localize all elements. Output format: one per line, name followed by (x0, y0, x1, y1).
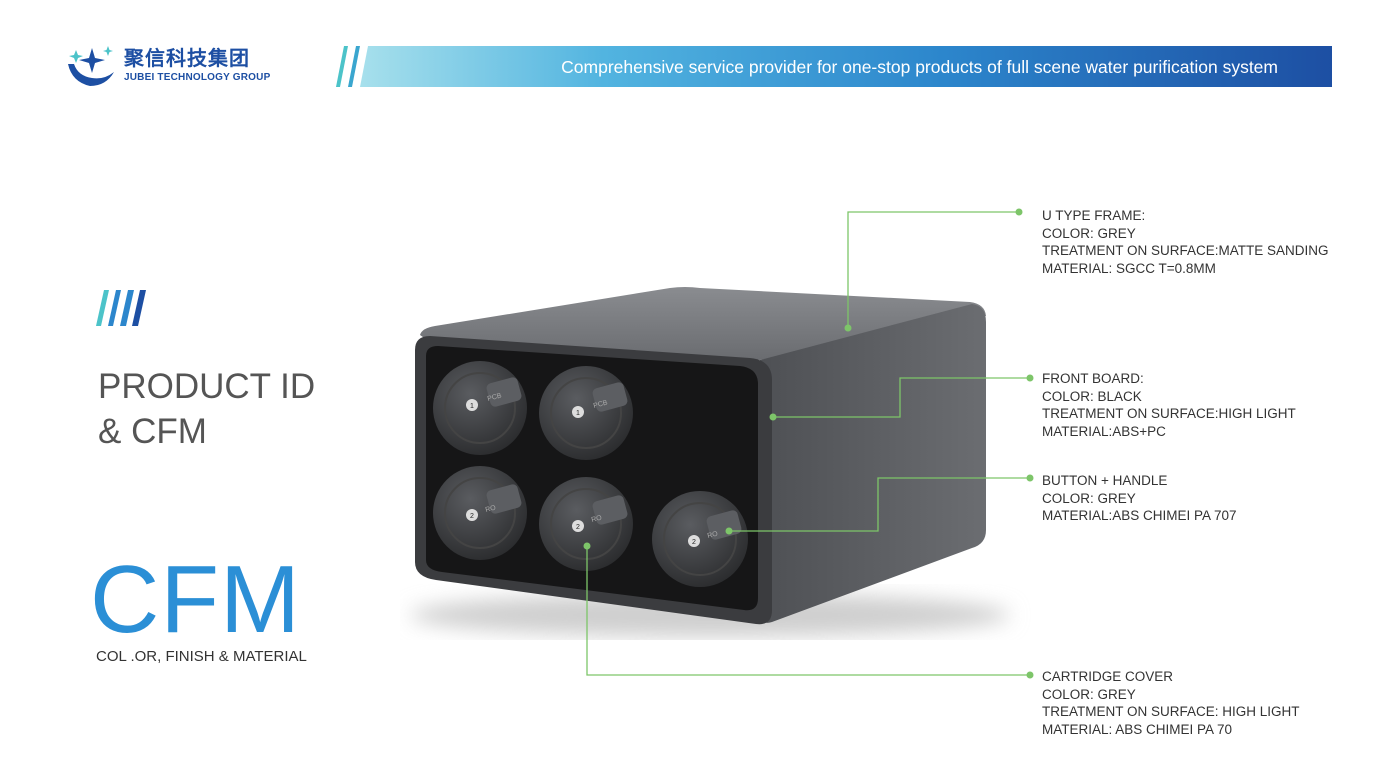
callout-line: CARTRIDGE COVER (1042, 669, 1174, 684)
product-illustration: 1 PCB 1 PCB 2 RO 2 RO 2 RO (410, 287, 1010, 637)
callout-cartridge-cover: CARTRIDGE COVER COLOR: GREY TREATMENT ON… (1042, 668, 1300, 738)
callout-line: MATERIAL: SGCC T=0.8MM (1042, 260, 1216, 276)
title-line-1: PRODUCT ID (98, 367, 316, 406)
cartridge-cap: 1 PCB (539, 366, 633, 460)
callout-button-handle: BUTTON + HANDLE COLOR: GREY MATERIAL:ABS… (1042, 472, 1237, 525)
header-banner: Comprehensive service provider for one-s… (328, 46, 1332, 87)
callout-line: TREATMENT ON SURFACE:HIGH LIGHT (1042, 406, 1296, 421)
cover-leader-line (586, 546, 1030, 676)
frame-leader-line (847, 211, 1018, 328)
callout-line: COLOR: BLACK (1042, 388, 1142, 404)
callout-line: MATERIAL: ABS CHIMEI PA 70 (1042, 721, 1233, 737)
callout-line: U TYPE FRAME: (1042, 208, 1146, 223)
callout-line: FRONT BOARD: (1042, 371, 1144, 386)
front-leader-line (773, 377, 1030, 418)
cartridge-cap: 2 RO (433, 466, 527, 560)
callout-u-type-frame: U TYPE FRAME: COLOR: GREY TREATMENT ON S… (1042, 207, 1329, 277)
banner-tagline: Comprehensive service provider for one-s… (561, 57, 1278, 77)
company-logo: 聚信科技集团 JUBEI TECHNOLOGY GROUP (62, 42, 282, 92)
cartridge-cap: 2 RO (539, 477, 633, 571)
callout-line: COLOR: GREY (1042, 490, 1136, 506)
cartridge-label: RO (707, 530, 719, 540)
callout-front-board: FRONT BOARD: COLOR: BLACK TREATMENT ON S… (1042, 370, 1296, 440)
cartridge-label: PCB (487, 392, 503, 403)
logo-chinese-name: 聚信科技集团 (124, 46, 250, 70)
cartridge-number: 1 (576, 410, 580, 417)
page-title: PRODUCT ID & CFM (98, 364, 315, 454)
cartridge-cap: 2 RO (652, 491, 748, 587)
cartridge-cap: 1 PCB (433, 361, 527, 455)
callout-line: BUTTON + HANDLE (1042, 473, 1168, 488)
cartridge-number: 2 (692, 539, 696, 546)
cfm-heading: CFM (90, 546, 301, 653)
cartridge-number: 2 (576, 524, 580, 531)
cartridge-label: PCB (593, 399, 609, 410)
button-leader-line (729, 477, 1030, 532)
callout-line: TREATMENT ON SURFACE: HIGH LIGHT (1042, 704, 1300, 719)
title-line-2: & CFM (98, 412, 207, 451)
banner-background (336, 46, 1332, 87)
cfm-subtitle: COL .OR, FINISH & MATERIAL (96, 648, 307, 665)
logo-english-name: JUBEI TECHNOLOGY GROUP (124, 72, 271, 83)
callout-line: COLOR: GREY (1042, 686, 1136, 702)
callout-line: MATERIAL:ABS+PC (1042, 423, 1166, 439)
callout-line: COLOR: GREY (1042, 225, 1136, 241)
slash-decoration-icon (96, 290, 146, 326)
callout-line: TREATMENT ON SURFACE:MATTE SANDING (1042, 243, 1329, 258)
cartridge-label: RO (591, 514, 603, 524)
cartridge-number: 1 (470, 403, 474, 410)
frame-side (760, 304, 986, 623)
logo-mark-icon (68, 46, 114, 86)
cartridge-number: 2 (470, 513, 474, 520)
cartridge-label: RO (485, 504, 497, 514)
callout-line: MATERIAL:ABS CHIMEI PA 707 (1042, 508, 1237, 523)
